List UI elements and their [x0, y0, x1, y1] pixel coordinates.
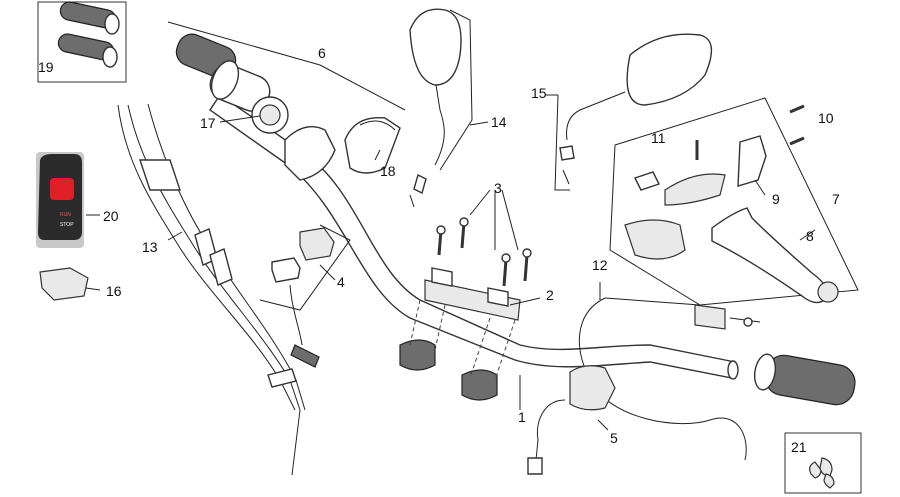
- label-4: 4: [337, 274, 345, 290]
- label-20: 20: [103, 208, 119, 224]
- inset-box-19: [37, 1, 127, 83]
- clutch-lever: [711, 207, 839, 304]
- label-14: 14: [491, 114, 507, 130]
- label-10: 10: [818, 110, 834, 126]
- label-5: 5: [610, 430, 618, 446]
- bolts: [436, 217, 532, 287]
- clamp-guide-lines: [409, 299, 516, 381]
- upper-clamp: [424, 267, 521, 321]
- label-15: 15: [531, 85, 547, 101]
- label-3: 3: [494, 180, 502, 196]
- lever-box: [609, 97, 859, 306]
- clip-icon: [809, 457, 835, 489]
- grip-icon: [57, 1, 120, 68]
- small-screws: [789, 104, 805, 146]
- lower-clamps: [399, 339, 498, 401]
- kill-switch-assembly: [259, 224, 351, 368]
- lever-bracket: [624, 219, 686, 260]
- label-17: 17: [200, 115, 216, 131]
- left-mirror: [409, 8, 473, 208]
- throttle-grip: [175, 33, 271, 112]
- switch-clip: [39, 267, 89, 301]
- clutch-cable: [578, 297, 761, 461]
- inset-box-21: [784, 432, 862, 494]
- label-8: 8: [806, 228, 814, 244]
- label-11: 11: [651, 130, 666, 146]
- label-1: 1: [518, 409, 526, 425]
- switch-stop-text: STOP: [60, 222, 74, 228]
- throttle-cables: [117, 103, 306, 476]
- label-13: 13: [142, 239, 158, 255]
- label-6: 6: [318, 45, 326, 61]
- right-switch-housing: [527, 365, 616, 475]
- label-12: 12: [592, 257, 608, 273]
- lever-clamp: [737, 135, 767, 187]
- label-21: 21: [791, 439, 807, 455]
- lever-perch: [634, 140, 726, 206]
- label-18: 18: [380, 163, 396, 179]
- throttle-ring: [251, 96, 289, 134]
- label-9: 9: [772, 191, 780, 207]
- handlebar: [209, 94, 739, 380]
- label-2: 2: [546, 287, 554, 303]
- start-stop-switch-image: RUN STOP: [36, 152, 84, 248]
- label-16: 16: [106, 283, 122, 299]
- throttle-housing: [284, 116, 401, 181]
- label-19: 19: [38, 59, 54, 75]
- label-7: 7: [832, 191, 840, 207]
- right-grip: [753, 353, 856, 406]
- switch-run-text: RUN: [60, 212, 71, 218]
- right-mirror: [554, 33, 713, 191]
- leader-lines: [85, 21, 816, 431]
